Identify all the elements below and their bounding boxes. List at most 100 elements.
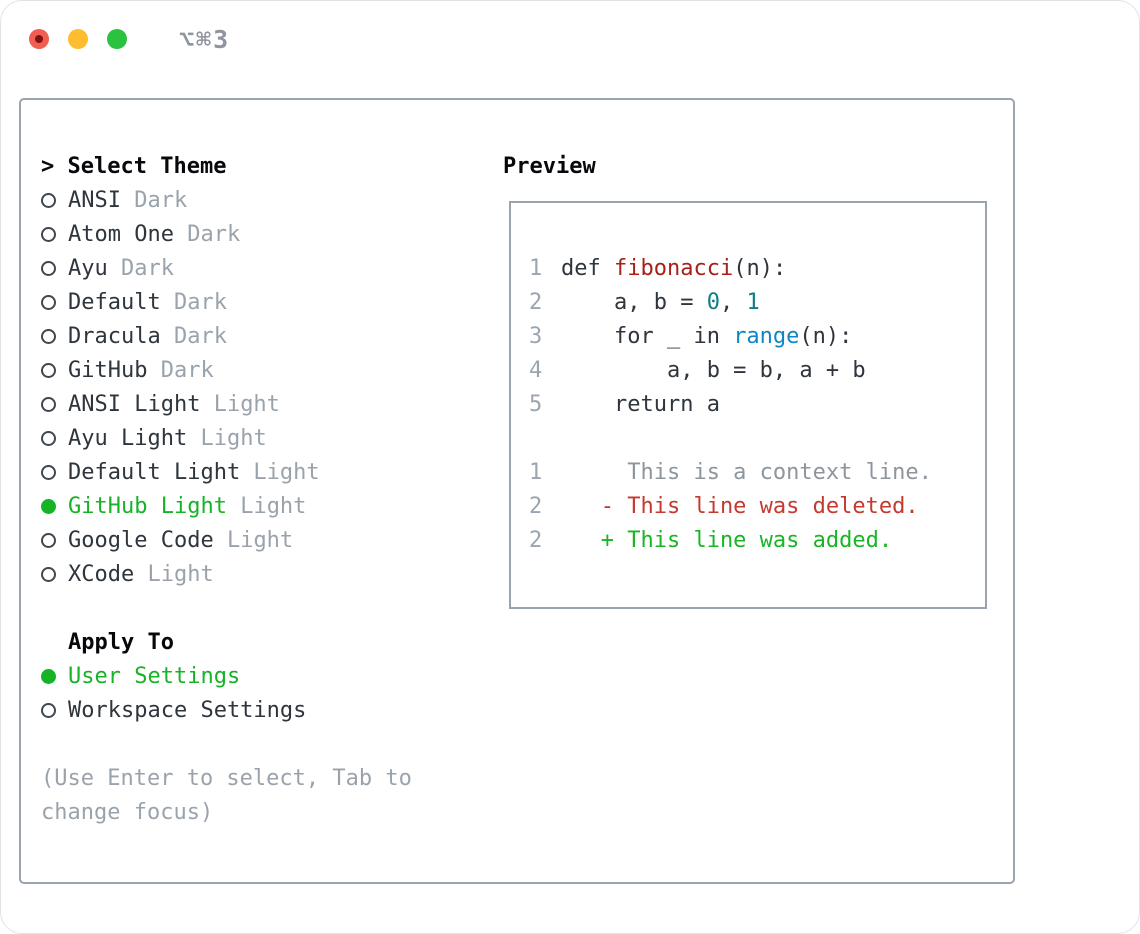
theme-variant: Dark <box>173 221 241 247</box>
code-token: def <box>561 255 614 281</box>
code-token: , <box>719 289 747 315</box>
apply-option-workspace-settings[interactable]: Workspace Settings <box>41 693 412 727</box>
theme-option-ayu-light[interactable]: Ayu Light Light <box>41 421 412 455</box>
theme-variant: Dark <box>160 289 227 315</box>
preview-label: Preview <box>503 153 596 179</box>
diff-line-deleted: 2 - This line was deleted. <box>529 489 985 523</box>
diff-line-context: 1 This is a context line. <box>529 455 985 489</box>
theme-name: Default <box>68 289 161 315</box>
line-number: 2 <box>529 527 543 553</box>
radio-icon <box>41 362 56 378</box>
code-token: (n): <box>799 323 853 349</box>
radio-icon <box>41 464 56 480</box>
close-button[interactable] <box>29 29 49 49</box>
hint-line-2: change focus) <box>41 799 214 825</box>
theme-name: GitHub <box>68 357 148 383</box>
line-number: 2 <box>529 289 543 315</box>
line-number: 3 <box>529 323 543 349</box>
spacer <box>41 591 412 625</box>
code-token: a, b = <box>561 289 707 315</box>
theme-option-ansi[interactable]: ANSI Dark <box>41 183 412 217</box>
code-token: (n): <box>733 255 787 281</box>
apply-option-user-settings[interactable]: User Settings <box>41 659 412 693</box>
apply-option-name: Workspace Settings <box>68 697 307 723</box>
code-line: 5 return a <box>529 387 985 421</box>
theme-option-xcode[interactable]: XCode Light <box>41 557 412 591</box>
window-title: ⌥⌘3 <box>179 24 231 54</box>
theme-name: Atom One <box>68 221 174 247</box>
code-token: return a <box>561 391 720 417</box>
select-theme-header: > Select Theme <box>41 149 412 183</box>
theme-option-atom-one[interactable]: Atom One Dark <box>41 217 412 251</box>
theme-option-default[interactable]: Default Dark <box>41 285 412 319</box>
theme-variant: Light <box>240 459 320 485</box>
theme-option-default-light[interactable]: Default Light Light <box>41 455 412 489</box>
code-line: 1 def fibonacci(n): <box>529 251 985 285</box>
line-number: 1 <box>529 459 543 485</box>
code-token: fibonacci <box>613 255 734 281</box>
theme-variant: Dark <box>107 255 174 281</box>
diff-text: + This line was added. <box>561 527 893 553</box>
diff-text: This is a context line. <box>561 459 932 485</box>
theme-option-ansi-light[interactable]: ANSI Light Light <box>41 387 412 421</box>
theme-option-ayu[interactable]: Ayu Dark <box>41 251 412 285</box>
code-line: 4 a, b = b, a + b <box>529 353 985 387</box>
theme-variant: Light <box>200 391 280 417</box>
zoom-button[interactable] <box>107 29 127 49</box>
radio-icon <box>41 226 56 242</box>
titlebar: ⌥⌘3 <box>29 25 230 54</box>
theme-variant: Light <box>187 425 267 451</box>
code-token: 1 <box>746 289 760 315</box>
radio-icon <box>41 396 56 412</box>
line-number: 1 <box>529 255 543 281</box>
radio-icon <box>41 532 56 548</box>
code-token: range <box>733 323 800 349</box>
theme-name: Ayu Light <box>68 425 188 451</box>
theme-name: XCode <box>68 561 135 587</box>
radio-icon <box>41 192 56 208</box>
radio-icon <box>41 430 56 446</box>
theme-option-google-code[interactable]: Google Code Light <box>41 523 412 557</box>
code-token: for _ in <box>561 323 734 349</box>
theme-variant: Dark <box>160 323 227 349</box>
apply-to-header: Apply To <box>41 625 412 659</box>
theme-option-dracula[interactable]: Dracula Dark <box>41 319 412 353</box>
theme-option-github[interactable]: GitHub Dark <box>41 353 412 387</box>
unsaved-changes-dot-icon <box>35 35 43 43</box>
select-theme-label: Select Theme <box>67 153 227 179</box>
code-token: 0 <box>706 289 720 315</box>
apply-option-name: User Settings <box>68 663 241 689</box>
radio-icon <box>41 328 56 344</box>
radio-icon <box>41 566 56 582</box>
spacer <box>529 421 985 455</box>
theme-name: ANSI <box>68 187 121 213</box>
theme-name: Google Code <box>68 527 214 553</box>
theme-name: Ayu <box>68 255 108 281</box>
theme-name: GitHub Light <box>68 493 227 519</box>
theme-variant: Light <box>213 527 294 553</box>
code-token: a, b = b, a + b <box>561 357 866 383</box>
theme-option-github-light[interactable]: GitHub Light Light <box>41 489 412 523</box>
line-number: 2 <box>529 493 543 519</box>
diff-line-added: 2 + This line was added. <box>529 523 985 557</box>
theme-name: Dracula <box>68 323 161 349</box>
code-line: 3 for _ in range(n): <box>529 319 985 353</box>
radio-selected-icon <box>41 668 56 684</box>
theme-name: ANSI Light <box>68 391 201 417</box>
cursor-prefix: > <box>41 153 68 179</box>
line-number: 4 <box>529 357 543 383</box>
diff-text: - This line was deleted. <box>561 493 919 519</box>
diff-sample: 1 This is a context line.2 - This line w… <box>529 455 985 557</box>
preview-header: Preview <box>503 149 596 183</box>
theme-variant: Dark <box>147 357 214 383</box>
hint-line-1: (Use Enter to select, Tab to <box>41 765 412 791</box>
radio-icon <box>41 294 56 310</box>
minimize-button[interactable] <box>68 29 88 49</box>
spacer <box>41 727 412 761</box>
